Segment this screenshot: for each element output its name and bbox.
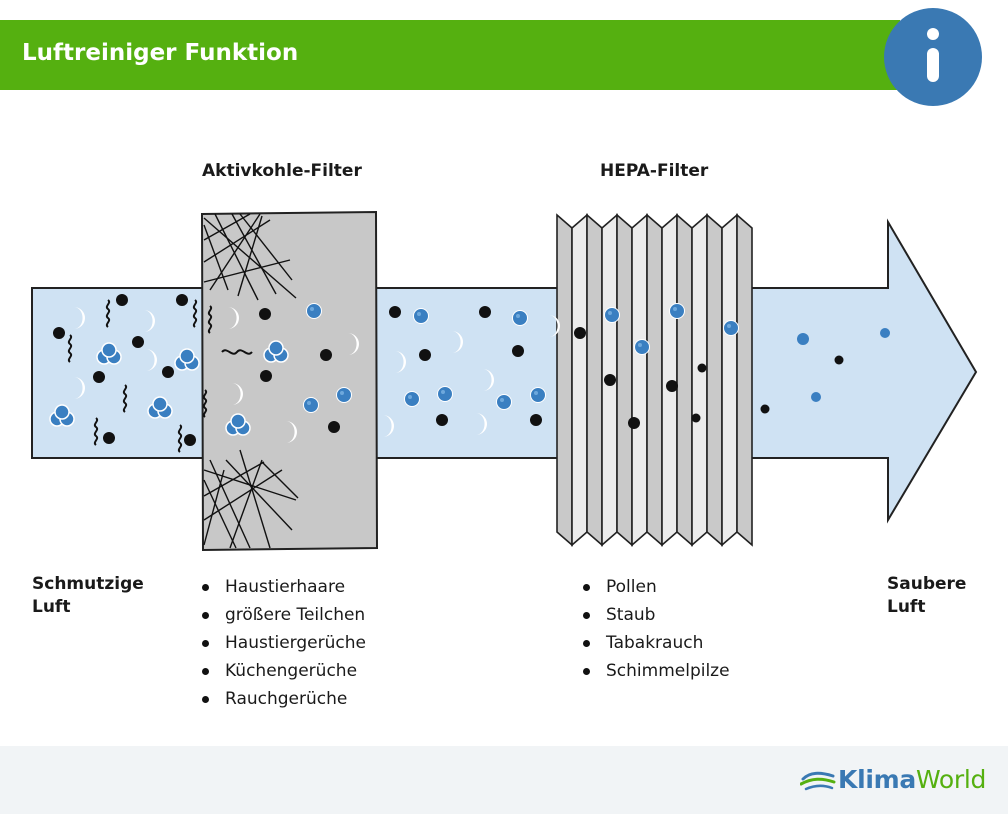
list-item: Tabakrauch [580,629,730,657]
activated-carbon-filter-title: Aktivkohle-Filter [202,161,362,181]
list-item: Pollen [580,573,730,601]
clean-air-particles [760,328,890,414]
carbon-filter-particles [202,303,359,443]
dirty-air-label: Schmutzige Luft [32,573,152,619]
list-item: Haustierhaare [199,573,366,601]
clean-air-label: Saubere Luft [887,573,1007,619]
clean-air-label-line2: Luft [887,597,926,617]
air-purifier-diagram [31,210,978,552]
info-icon-dot [927,28,939,40]
list-item: Schimmelpilze [580,657,730,685]
clean-air-label-line1: Saubere [887,574,967,594]
list-item: Küchengerüche [199,657,366,685]
info-icon[interactable] [884,8,982,106]
dirty-air-label-line1: Schmutzige [32,574,144,594]
header-bar [0,20,900,90]
list-item: größere Teilchen [199,601,366,629]
dirty-air-label-line2: Luft [32,597,71,617]
hepa-filter [556,213,753,547]
list-item: Staub [580,601,730,629]
logo-text-world: World [915,765,987,794]
hepa-filter-particles [574,303,739,429]
page-title: Luftreiniger Funktion [22,40,299,66]
hepa-filter-list: Pollen Staub Tabakrauch Schimmelpilze [580,573,730,685]
hepa-filter-title: HEPA-Filter [600,161,709,181]
info-icon-stem [927,48,939,82]
logo-text: KlimaWorld [838,765,986,794]
footer [0,746,1008,814]
carbon-filter-list: Haustierhaare größere Teilchen Haustierg… [199,573,366,713]
list-item: Haustiergerüche [199,629,366,657]
wind-logo-icon [800,771,836,791]
logo-text-klima: Klima [838,765,916,794]
list-item: Rauchgerüche [199,685,366,713]
activated-carbon-filter [200,210,379,552]
